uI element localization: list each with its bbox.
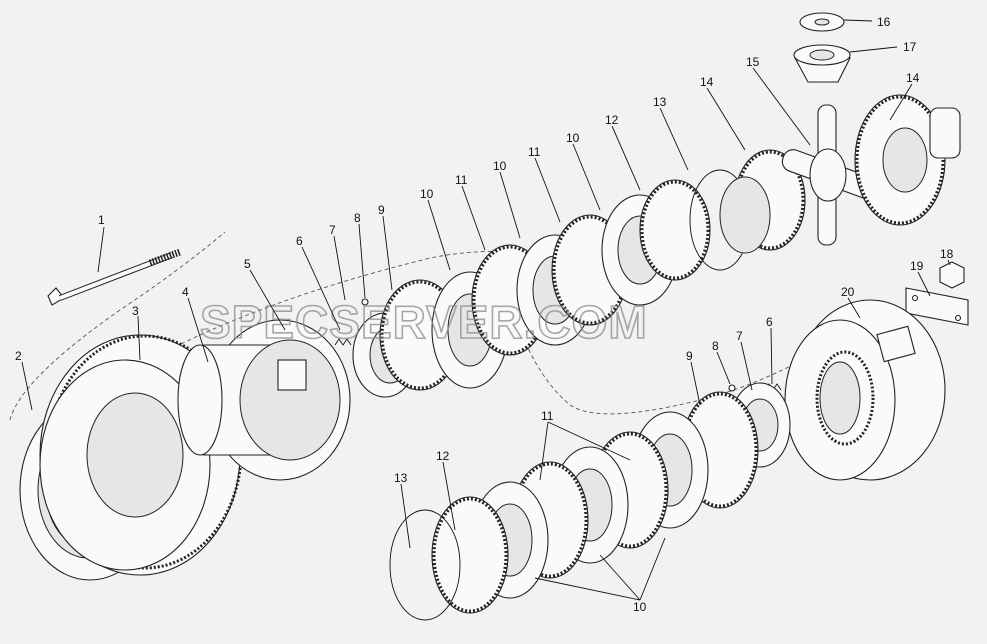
callout-8: 8	[354, 211, 361, 225]
callout-10: 10	[633, 600, 647, 614]
callout-7: 7	[329, 223, 336, 237]
callout-3: 3	[132, 304, 139, 318]
watermark-text: SPECSERVER.COM	[200, 296, 648, 348]
pinion-gear-part	[793, 44, 851, 83]
bolt-part	[47, 248, 182, 306]
callout-16: 16	[877, 15, 891, 29]
callout-20: 20	[841, 285, 855, 299]
side-gear-part-left	[719, 149, 806, 254]
plate-part	[905, 287, 969, 326]
callout-17: 17	[903, 40, 917, 54]
callout-10: 10	[493, 159, 507, 173]
callout-12: 12	[605, 113, 619, 127]
callout-11: 11	[455, 173, 468, 187]
callout-labels: 1 2 3 4 5 6 7 8 9 10 11 10 11 10 12 13 1…	[15, 15, 954, 614]
lower-clutch-discs	[389, 382, 791, 621]
callout-18: 18	[940, 247, 954, 261]
callout-11: 11	[528, 145, 541, 159]
callout-15: 15	[746, 55, 760, 69]
assembly-axis-upper	[9, 231, 601, 421]
differential-cup-part	[177, 319, 351, 481]
callout-5: 5	[244, 257, 251, 271]
side-gear-part-right	[854, 94, 961, 226]
callout-6: 6	[296, 234, 303, 248]
callout-10: 10	[566, 131, 580, 145]
nut-part	[939, 261, 965, 289]
callout-8: 8	[712, 339, 719, 353]
callout-1: 1	[98, 213, 105, 227]
washer-part	[799, 12, 845, 32]
callout-10: 10	[420, 187, 434, 201]
leader-lines	[21, 19, 951, 601]
callout-9: 9	[378, 203, 385, 217]
callout-11: 11	[541, 409, 554, 423]
assembly-axis-lower	[519, 329, 821, 415]
callout-4: 4	[182, 285, 189, 299]
upper-clutch-discs	[379, 169, 751, 391]
callout-13: 13	[394, 471, 408, 485]
callout-12: 12	[436, 449, 450, 463]
callout-14: 14	[906, 71, 920, 85]
housing-part	[784, 299, 946, 481]
callout-13: 13	[653, 95, 667, 109]
callout-2: 2	[15, 349, 22, 363]
callout-7: 7	[736, 329, 743, 343]
callout-14: 14	[700, 75, 714, 89]
callout-19: 19	[910, 259, 924, 273]
callout-6: 6	[766, 315, 773, 329]
callout-9: 9	[686, 349, 693, 363]
spring-part-left	[334, 298, 369, 346]
